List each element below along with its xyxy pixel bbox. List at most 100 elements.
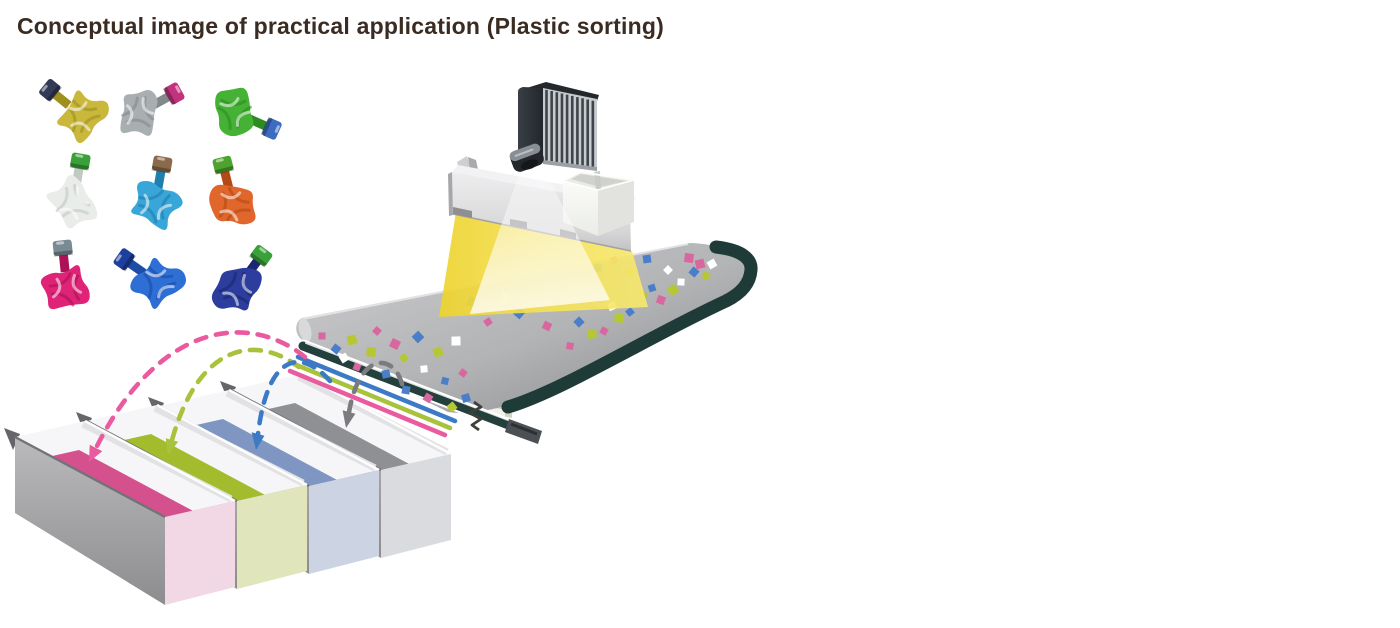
bottle-crinkle bbox=[50, 292, 75, 307]
bottle-neck bbox=[219, 168, 234, 190]
arrowhead-pink bbox=[89, 444, 103, 462]
arrowhead-blue bbox=[251, 432, 265, 450]
camera-heatsink-fins bbox=[545, 89, 595, 168]
bottle-highlight bbox=[145, 269, 167, 278]
bottle-cap bbox=[151, 155, 173, 174]
plastic-flake bbox=[338, 352, 350, 364]
plastic-flake bbox=[677, 278, 685, 286]
bottle-highlight bbox=[67, 101, 88, 112]
belt-roller-edge bbox=[501, 240, 758, 414]
bottle-body bbox=[209, 184, 256, 225]
bottle-highlight bbox=[140, 193, 150, 215]
trajectory-arc-green bbox=[169, 347, 302, 443]
bottle-highlight bbox=[241, 273, 253, 294]
bottle-crinkle bbox=[48, 272, 72, 288]
crumpled-bottle-green bbox=[215, 87, 282, 140]
spring-wire bbox=[468, 400, 483, 432]
plastic-flake bbox=[388, 337, 402, 351]
plastic-flake bbox=[411, 330, 425, 344]
plastic-flake bbox=[458, 368, 468, 378]
bottle-highlight bbox=[141, 97, 154, 115]
bottle-cap bbox=[69, 152, 91, 171]
bottle-body bbox=[57, 90, 109, 144]
crumpled-bottle-lightblue bbox=[131, 155, 183, 230]
plastic-flake bbox=[565, 341, 575, 351]
plastic-flake bbox=[655, 294, 667, 306]
crumpled-bottle-orange bbox=[209, 155, 256, 225]
plastic-flake bbox=[573, 316, 585, 328]
ejector-nozzle-slot bbox=[510, 422, 538, 436]
bottle-crinkle bbox=[227, 186, 250, 204]
plastic-flake bbox=[694, 258, 706, 270]
bottle-highlight bbox=[70, 121, 91, 132]
plastic-flake bbox=[381, 369, 391, 379]
bottle-crinkle bbox=[121, 96, 139, 117]
bottle-crinkle bbox=[226, 208, 251, 222]
trajectory-stripe-pink bbox=[287, 368, 448, 438]
bottle-highlight bbox=[235, 110, 251, 128]
bottle-highlight bbox=[157, 284, 175, 299]
arrowhead-green bbox=[165, 438, 179, 456]
camera-side-face bbox=[518, 87, 543, 162]
trajectory-stripe-green bbox=[291, 361, 453, 431]
crumpled-bottle-blue bbox=[113, 248, 187, 309]
bottle-crinkle bbox=[80, 114, 101, 133]
bottle-body bbox=[211, 267, 262, 311]
plastic-flake bbox=[663, 265, 673, 275]
bottle-crinkle bbox=[218, 272, 238, 293]
plastic-flake bbox=[446, 401, 458, 413]
bottle-body bbox=[46, 175, 98, 229]
bottle-neck bbox=[153, 168, 166, 189]
ejector-bar bbox=[298, 341, 516, 431]
arrowhead-gray bbox=[342, 410, 356, 428]
plastic-flake bbox=[346, 334, 358, 346]
plastic-flake bbox=[451, 336, 461, 346]
plastic-flakes bbox=[318, 252, 718, 413]
plastic-flake bbox=[399, 353, 409, 363]
plastic-flake bbox=[420, 365, 428, 373]
camera-lens bbox=[509, 143, 544, 172]
bottle-highlight bbox=[219, 209, 239, 222]
bottle-highlight bbox=[71, 273, 83, 294]
bottle-crinkle bbox=[72, 99, 98, 112]
sorting-trajectories bbox=[94, 330, 405, 449]
plastic-flake bbox=[461, 393, 471, 403]
plastic-flake bbox=[642, 254, 652, 264]
page-title: Conceptual image of practical applicatio… bbox=[17, 13, 664, 39]
bottle-neck bbox=[51, 89, 72, 109]
plastic-flake bbox=[366, 347, 376, 357]
hopper-rim-front bbox=[562, 179, 635, 191]
plastic-flake bbox=[599, 326, 609, 336]
crumpled-bottle-navy bbox=[211, 244, 273, 311]
feed-hopper bbox=[562, 170, 635, 236]
camera-sole bbox=[543, 160, 597, 171]
trajectory-arc-gray bbox=[346, 360, 405, 415]
plastic-flake bbox=[625, 307, 635, 317]
lamp-fixture-1 bbox=[453, 207, 472, 218]
bottle-crinkle bbox=[143, 273, 153, 300]
bottle-crinkle bbox=[138, 189, 164, 201]
bottle-crinkle bbox=[61, 209, 89, 218]
bottle-highlight bbox=[220, 191, 242, 200]
bottle-crinkle bbox=[217, 106, 232, 131]
bottle-highlight bbox=[59, 207, 79, 220]
plastic-flake bbox=[401, 385, 411, 395]
bottle-highlight bbox=[75, 186, 89, 205]
plastic-flake bbox=[647, 283, 657, 293]
plastic-flake bbox=[613, 312, 625, 324]
bottle-neck bbox=[125, 258, 147, 277]
plastic-flake bbox=[422, 392, 434, 404]
bottle-crinkle bbox=[55, 186, 69, 213]
plastic-flake bbox=[440, 376, 450, 386]
bottle-highlight bbox=[52, 277, 62, 299]
plastic-flake bbox=[432, 346, 444, 358]
bottle-crinkle bbox=[138, 203, 158, 224]
hopper-rim bbox=[562, 170, 635, 182]
lamp-end-cap bbox=[448, 172, 453, 216]
bottle-body bbox=[131, 180, 183, 230]
crumpled-bottle-magenta bbox=[40, 239, 90, 310]
plastic-flake bbox=[666, 283, 680, 297]
bottle-cap bbox=[39, 78, 62, 103]
bottle-cap bbox=[212, 155, 235, 175]
